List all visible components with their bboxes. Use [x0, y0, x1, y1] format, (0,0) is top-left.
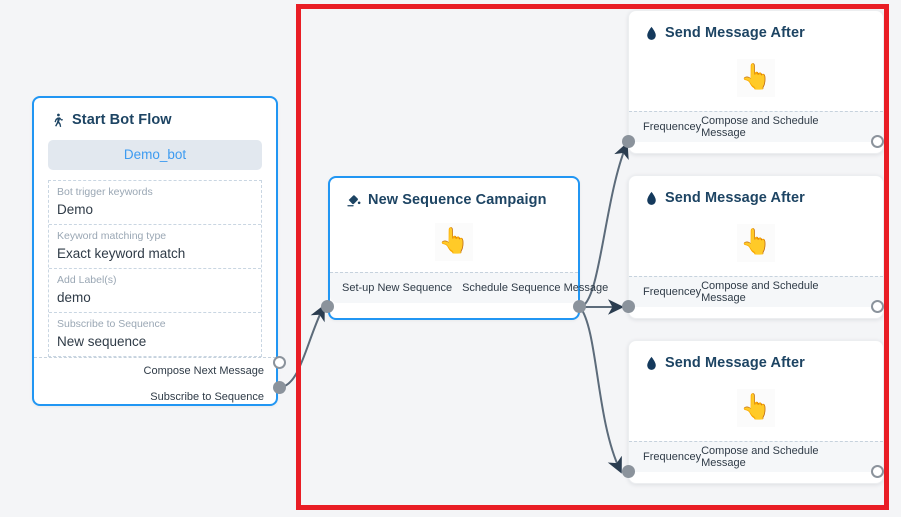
card-body-placeholder-3: 👆 [629, 375, 883, 441]
field-label: Bot trigger keywords [57, 186, 153, 198]
hand-cursor-box: 👆 [737, 224, 775, 262]
card-body-placeholder-1: 👆 [629, 45, 883, 111]
field-label: Add Label(s) [57, 274, 117, 286]
field-value: demo [57, 290, 91, 305]
node-title-text: New Sequence Campaign [368, 192, 547, 208]
card-footer-3: Frequencey Compose and Schedule Message [629, 441, 883, 472]
field-subscribe-to-sequence[interactable]: Subscribe to Sequence New sequence [49, 313, 261, 356]
field-value: New sequence [57, 334, 147, 349]
node-start-bot-flow[interactable]: Start Bot Flow Demo_bot Bot trigger keyw… [32, 96, 278, 406]
port-card1-output[interactable] [871, 135, 884, 148]
port-label: Compose Next Message [143, 365, 264, 377]
sequence-campaign-footer: Set-up New Sequence Schedule Sequence Me… [330, 272, 608, 303]
pointing-hand-cursor-icon: 👆 [438, 226, 470, 255]
edge-botflow-to-sequence [280, 304, 325, 388]
node-title-text: Send Message After [665, 190, 805, 206]
field-add-labels[interactable]: Add Label(s) demo [49, 269, 261, 313]
running-person-icon [54, 113, 63, 127]
node-send-message-after-3[interactable]: Send Message After 👆 Frequencey Compose … [628, 340, 884, 484]
card-footer-2: Frequencey Compose and Schedule Message [629, 276, 883, 307]
send-message-title-3: Send Message After [629, 341, 883, 375]
new-sequence-campaign-title: New Sequence Campaign [330, 178, 578, 212]
field-value: Demo [57, 202, 94, 217]
card-body-placeholder-2: 👆 [629, 210, 883, 276]
field-label: Subscribe to Sequence [57, 318, 166, 330]
port-card3-output[interactable] [871, 465, 884, 478]
pointing-hand-cursor-icon: 👆 [740, 62, 772, 91]
field-label: Keyword matching type [57, 230, 167, 242]
bot-fields-group: Bot trigger keywords Demo Keyword matchi… [48, 180, 262, 357]
port-card1-input[interactable] [622, 135, 635, 148]
node-title-text: Start Bot Flow [72, 112, 172, 128]
card-output-label[interactable]: Compose and Schedule Message [701, 445, 819, 469]
water-drop-icon [647, 356, 656, 370]
port-card2-input[interactable] [622, 300, 635, 313]
node-send-message-after-1[interactable]: Send Message After 👆 Frequencey Compose … [628, 10, 884, 154]
hand-cursor-box: 👆 [737, 59, 775, 97]
water-drop-icon [647, 26, 656, 40]
start-bot-flow-title: Start Bot Flow [34, 98, 276, 132]
port-label: Subscribe to Sequence [150, 391, 264, 403]
sequence-body-placeholder: 👆 [330, 212, 578, 272]
field-bot-trigger-keywords[interactable]: Bot trigger keywords Demo [49, 181, 261, 225]
port-sequence-output[interactable] [573, 300, 586, 313]
node-title-text: Send Message After [665, 355, 805, 371]
port-sequence-input[interactable] [321, 300, 334, 313]
port-subscribe-to-sequence[interactable] [273, 381, 286, 394]
node-send-message-after-2[interactable]: Send Message After 👆 Frequencey Compose … [628, 175, 884, 319]
card-footer-1: Frequencey Compose and Schedule Message [629, 111, 883, 142]
port-compose-next-message[interactable] [273, 356, 286, 369]
bot-name-text: Demo_bot [123, 147, 187, 162]
start-bot-flow-ports: Compose Next Message Subscribe to Sequen… [34, 357, 276, 410]
field-keyword-matching-type[interactable]: Keyword matching type Exact keyword matc… [49, 225, 261, 269]
send-message-title-2: Send Message After [629, 176, 883, 210]
card-input-label[interactable]: Frequencey [643, 286, 702, 298]
port-card3-input[interactable] [622, 465, 635, 478]
bot-name-pill[interactable]: Demo_bot [48, 140, 262, 170]
pointing-hand-cursor-icon: 👆 [740, 227, 772, 256]
hand-cursor-box: 👆 [737, 389, 775, 427]
port-row-compose-next-message[interactable]: Compose Next Message [34, 358, 276, 384]
card-input-label[interactable]: Frequencey [643, 451, 702, 463]
pointing-hand-cursor-icon: 👆 [740, 392, 772, 421]
node-title-text: Send Message After [665, 25, 805, 41]
field-value: Exact keyword match [57, 246, 186, 261]
sequence-footer-label-schedule[interactable]: Schedule Sequence Message [462, 282, 609, 294]
sequence-footer-label-setup[interactable]: Set-up New Sequence [342, 282, 453, 294]
water-drop-icon [647, 191, 656, 205]
port-card2-output[interactable] [871, 300, 884, 313]
node-new-sequence-campaign[interactable]: New Sequence Campaign 👆 Set-up New Seque… [328, 176, 608, 320]
paint-pour-icon [347, 194, 361, 206]
card-output-label[interactable]: Compose and Schedule Message [701, 115, 819, 139]
send-message-title-1: Send Message After [629, 11, 883, 45]
port-row-subscribe-to-sequence[interactable]: Subscribe to Sequence [34, 384, 276, 410]
hand-cursor-box: 👆 [435, 223, 473, 261]
card-output-label[interactable]: Compose and Schedule Message [701, 280, 819, 304]
edge-sequence-to-card3 [579, 306, 622, 474]
card-input-label[interactable]: Frequencey [643, 121, 702, 133]
